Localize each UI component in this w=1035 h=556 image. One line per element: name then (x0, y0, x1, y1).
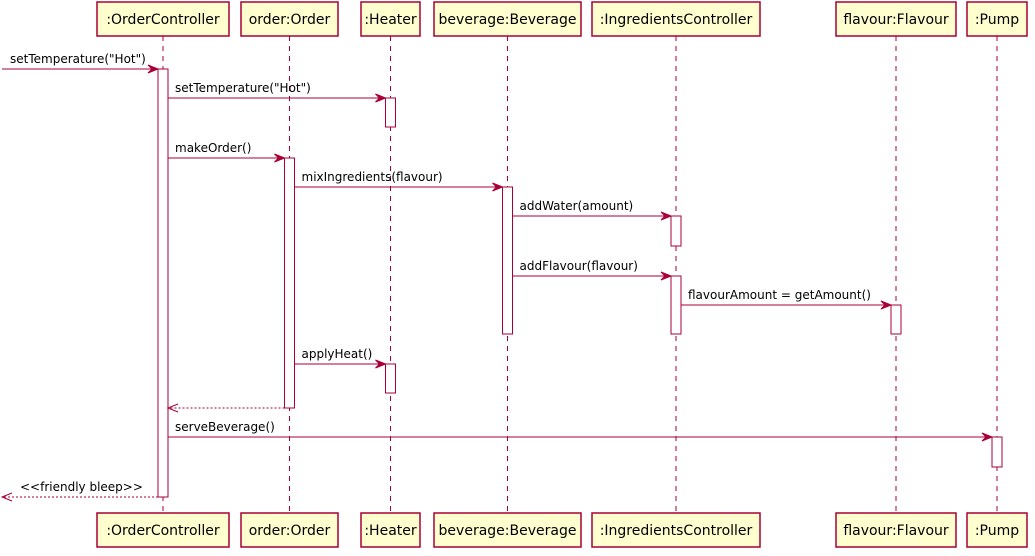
participant-heater-bottom: :Heater (360, 512, 421, 548)
message-m5: addWater(amount) (512, 199, 673, 221)
participant-box (966, 512, 1028, 548)
participant-bev-bottom: beverage:Beverage (433, 512, 582, 548)
activation-bar-2 (385, 97, 396, 128)
arrowhead (375, 93, 387, 103)
participant-box (240, 1, 339, 37)
participant-box (433, 1, 582, 37)
message-label: mixIngredients(flavour) (302, 170, 443, 184)
message-label: addWater(amount) (520, 199, 634, 213)
participant-label: order:Order (249, 12, 331, 28)
activation-bar-8 (385, 363, 396, 394)
message-label: addFlavour(flavour) (520, 259, 638, 273)
participant-flav-bottom: flavour:Flavour (835, 512, 957, 548)
message-m1: setTemperature("Hot") (2, 52, 160, 74)
message-label: applyHeat() (302, 347, 373, 361)
message-m2: setTemperature("Hot") (168, 81, 387, 103)
message-m4: mixIngredients(flavour) (294, 170, 504, 192)
message-label: serveBeverage() (175, 420, 275, 434)
participant-label: flavour:Flavour (843, 523, 949, 539)
participant-order-bottom: order:Order (240, 512, 339, 548)
participant-label: :Heater (364, 12, 417, 28)
activation-bar-6 (670, 275, 682, 335)
arrowhead (492, 182, 504, 192)
participant-pump-bottom: :Pump (966, 512, 1028, 548)
participant-label: beverage:Beverage (439, 12, 577, 28)
participant-box (591, 1, 761, 37)
arrowhead (981, 432, 994, 442)
message-m8: applyHeat() (294, 347, 387, 369)
arrowhead (274, 153, 286, 163)
participant-label: :IngredientsController (600, 12, 753, 28)
message-label: setTemperature("Hot") (10, 52, 146, 66)
arrowhead (166, 403, 179, 413)
message-m6: addFlavour(flavour) (512, 259, 673, 281)
message-m9 (166, 403, 285, 413)
participant-box (835, 512, 957, 548)
participant-label: :Heater (364, 523, 417, 539)
participant-label: :OrderController (106, 523, 220, 539)
activation-bar-4 (502, 186, 513, 335)
message-m7: flavourAmount = getAmount() (681, 288, 893, 310)
arrowhead (147, 64, 160, 74)
participant-order-top: order:Order (240, 1, 339, 37)
message-m11: <<friendly bleep>> (0, 480, 158, 502)
participant-box (96, 1, 230, 37)
participant-box (835, 1, 957, 37)
message-label: <<friendly bleep>> (20, 480, 143, 494)
message-m3: makeOrder() (168, 141, 286, 163)
participant-label: :Pump (975, 523, 1019, 539)
participant-bev-top: beverage:Beverage (433, 1, 582, 37)
participant-ic-top: :IngredientsController (591, 1, 761, 37)
participant-flav-top: flavour:Flavour (835, 1, 957, 37)
participant-box (240, 512, 339, 548)
activation-bar-3 (284, 157, 295, 409)
message-m10: serveBeverage() (168, 420, 994, 442)
arrowhead (375, 359, 387, 369)
message-label: flavourAmount = getAmount() (688, 288, 871, 302)
participant-ic-bottom: :IngredientsController (591, 512, 761, 548)
participant-box (433, 512, 582, 548)
participant-box (966, 1, 1028, 37)
participant-heater-top: :Heater (360, 1, 421, 37)
activation-bar-5 (670, 215, 682, 247)
arrowhead (880, 300, 893, 310)
message-label: makeOrder() (175, 141, 251, 155)
participant-label: flavour:Flavour (843, 12, 949, 28)
participant-box (591, 512, 761, 548)
participant-box (96, 512, 230, 548)
participant-pump-top: :Pump (966, 1, 1028, 37)
participant-box (360, 512, 421, 548)
participant-oc-top: :OrderController (96, 1, 230, 37)
arrowhead (660, 271, 673, 281)
participant-label: beverage:Beverage (439, 523, 577, 539)
participant-label: :IngredientsController (600, 523, 753, 539)
participant-box (360, 1, 421, 37)
arrowhead (660, 211, 673, 221)
participant-oc-bottom: :OrderController (96, 512, 230, 548)
participant-label: order:Order (249, 523, 331, 539)
participant-label: :OrderController (106, 12, 220, 28)
participant-label: :Pump (975, 12, 1019, 28)
arrowhead (0, 492, 13, 502)
activation-bar-7 (890, 304, 902, 335)
activation-bar-9 (991, 436, 1003, 468)
message-label: setTemperature("Hot") (175, 81, 311, 95)
activation-bar-1 (157, 68, 169, 498)
